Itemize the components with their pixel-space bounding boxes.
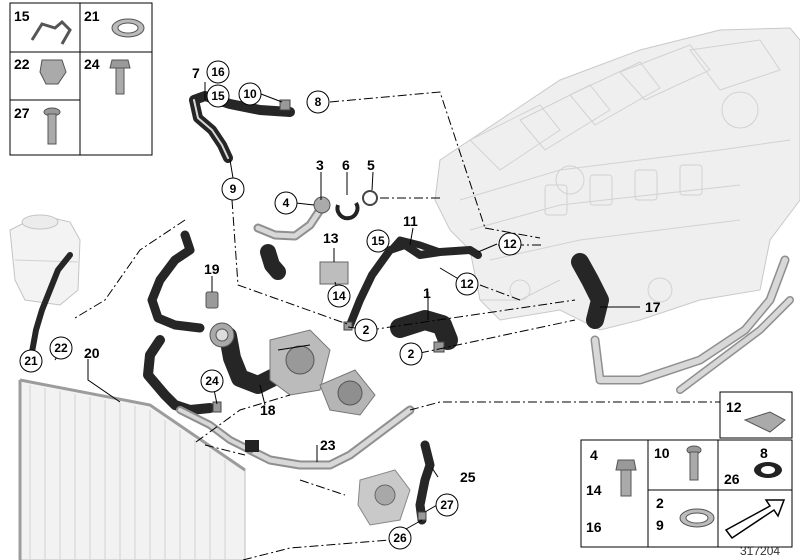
- legend-top-left: 15 21 22 24 27: [9, 2, 153, 156]
- legend-4: 4: [590, 447, 598, 463]
- clip-26: [245, 440, 259, 452]
- clip-27: [417, 511, 427, 521]
- callout-2b: 2: [408, 347, 415, 361]
- callout-15: 15: [211, 89, 225, 103]
- callout-12b: 12: [460, 277, 474, 291]
- guide-lines: [74, 91, 721, 560]
- legend-22: 22: [14, 56, 30, 72]
- radiator-illustration: [18, 378, 246, 560]
- legend-16: 16: [586, 519, 602, 535]
- callout-8: 8: [315, 95, 322, 109]
- callout-7: 7: [192, 65, 200, 81]
- callout-4: 4: [283, 196, 290, 210]
- legend-27: 27: [14, 105, 30, 121]
- tank-hose: [29, 252, 73, 355]
- callout-21: 21: [24, 354, 38, 368]
- callout-6: 6: [342, 157, 350, 173]
- clip-6: [335, 201, 360, 221]
- legend-10: 10: [654, 445, 670, 461]
- screw-icon: [615, 459, 637, 497]
- hose-1: [390, 310, 458, 350]
- callout-22: 22: [54, 341, 68, 355]
- callout-2a: 2: [363, 323, 370, 337]
- callout-10: 10: [243, 87, 257, 101]
- aux-water-pump-illustration: [357, 469, 411, 526]
- callout-5: 5: [367, 157, 375, 173]
- callout-14: 14: [332, 289, 346, 303]
- callout-1: 1: [423, 285, 431, 301]
- callout-25: 25: [460, 469, 476, 485]
- legend-12: 12: [726, 399, 742, 415]
- callout-27: 27: [440, 498, 454, 512]
- callout-19: 19: [204, 261, 220, 277]
- hose-17: [571, 253, 609, 329]
- legend-8: 8: [760, 445, 768, 461]
- figure-id: 317204: [740, 544, 780, 558]
- callout-9: 9: [230, 182, 237, 196]
- legend-9: 9: [656, 517, 664, 533]
- hose-clamp-icon: [679, 508, 715, 528]
- hose-11: [346, 241, 482, 329]
- screw-icon: [686, 445, 702, 481]
- hose-25: [415, 440, 435, 525]
- callout-17: 17: [645, 299, 661, 315]
- coolant-return-pipe-illustration: [590, 255, 794, 394]
- legend-26: 26: [724, 471, 740, 487]
- clip-icon: [39, 59, 67, 85]
- screw-icon: [43, 107, 61, 145]
- callout-11: 11: [403, 213, 418, 229]
- legend-21: 21: [84, 8, 100, 24]
- callout-20: 20: [84, 345, 100, 361]
- callout-26: 26: [393, 531, 407, 545]
- legend-bottom-right: 12 4 14 16 10 8 26 2 9: [580, 391, 793, 548]
- callouts: 7 16 15 10 8 9 3 6 5 4 11 13 15 12 12 14…: [19, 60, 661, 550]
- callout-23: 23: [320, 437, 336, 453]
- clamp-10: [279, 99, 291, 111]
- callout-16: 16: [211, 65, 225, 79]
- callout-12a: 12: [503, 237, 517, 251]
- clamp-2-left: [343, 321, 353, 331]
- o-ring-5: [362, 190, 378, 206]
- callout-15b: 15: [371, 234, 385, 248]
- callout-circle-16: [206, 60, 230, 84]
- radiator-hose: [147, 230, 205, 333]
- sensor-19: [205, 291, 219, 309]
- legend-15: 15: [14, 8, 30, 24]
- hose-18: [219, 327, 281, 394]
- callout-13: 13: [323, 230, 339, 246]
- hose-clamp-icon: [111, 18, 145, 38]
- clamp-2-right: [433, 341, 445, 353]
- engine-block-illustration: [434, 27, 800, 331]
- callout-circle-15: [206, 84, 230, 108]
- bracket-13: [319, 261, 349, 285]
- connector-4: [313, 196, 331, 214]
- spring-clip-icon: [30, 19, 72, 45]
- callout-3: 3: [316, 157, 324, 173]
- legend-24: 24: [84, 56, 100, 72]
- legend-14: 14: [586, 482, 602, 498]
- direction-arrow-icon: [724, 499, 786, 540]
- callout-18: 18: [260, 402, 276, 418]
- expansion-tank-illustration: [9, 214, 81, 306]
- gasket-ring-icon: [754, 462, 782, 478]
- hose-clamp-icon: [743, 411, 786, 433]
- callout-24: 24: [205, 374, 219, 388]
- screw-icon: [109, 59, 131, 95]
- legend-2: 2: [656, 495, 664, 511]
- thermostat-housing-illustration: [209, 322, 376, 416]
